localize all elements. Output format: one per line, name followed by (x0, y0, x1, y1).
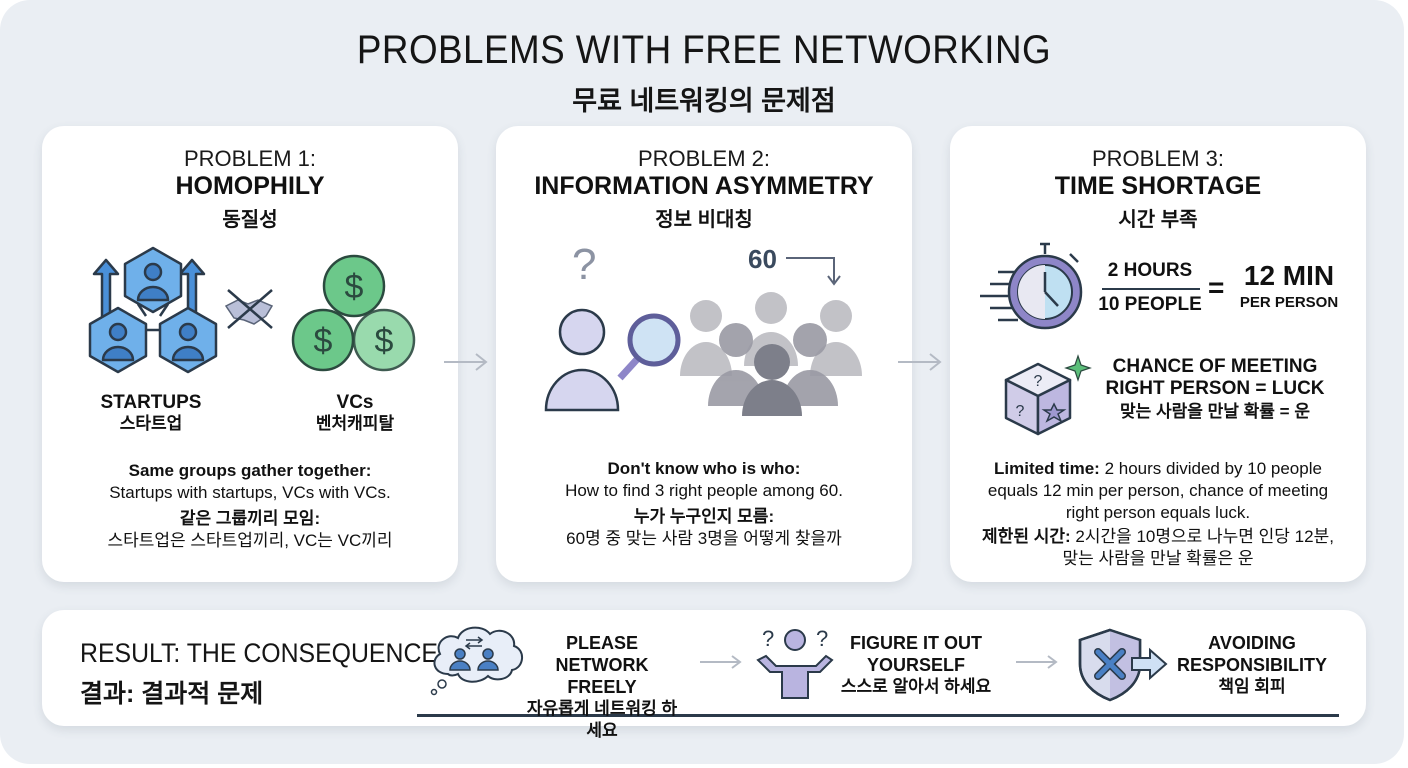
stopwatch-icon (980, 242, 1083, 330)
result-step-figure-it-out: FIGURE IT OUT YOURSELF 스스로 알아서 하세요 (840, 633, 992, 696)
question-mark-icon: ? (572, 240, 597, 289)
svg-text:$: $ (345, 268, 364, 306)
arrow-right-icon (700, 655, 742, 669)
problem-title-ko: 동질성 (222, 209, 278, 231)
problem-card-time-shortage: PROBLEM 3: TIME SHORTAGE 시간 부족 2 HOURS 1… (950, 126, 1366, 582)
problem-title-ko: 정보 비대칭 (655, 209, 753, 231)
hexagon-people-icon (88, 246, 218, 374)
page-title: PROBLEMS WITH FREE NETWORKING (356, 28, 1052, 72)
person-search-icon (544, 308, 681, 412)
crowd-people-icon (680, 292, 862, 416)
crowd-count: 60 (748, 244, 777, 274)
mystery-box-icon: ? ? (1004, 354, 1092, 436)
shrugging-person-icon: ? ? (756, 626, 834, 699)
page-subtitle: 무료 네트워킹의 문제점 (572, 86, 836, 116)
problem-card-information-asymmetry: PROBLEM 2: INFORMATION ASYMMETRY 정보 비대칭 … (496, 126, 912, 582)
svg-text:?: ? (1034, 373, 1043, 390)
fraction-denominator: 10 PEOPLE (1098, 294, 1202, 315)
problem-heading: PROBLEM 3: (1091, 146, 1225, 171)
problem-title-ko: 시간 부족 (1118, 209, 1198, 231)
problem-description: Same groups gather together: Startups wi… (107, 461, 393, 550)
time-per-person: 12 MIN (1243, 260, 1335, 291)
arrow-right-icon (898, 353, 942, 371)
shield-x-icon (1078, 628, 1168, 702)
svg-text:?: ? (1016, 403, 1025, 420)
svg-text:$: $ (314, 322, 333, 360)
fraction-numerator: 2 HOURS (1107, 260, 1193, 281)
problem-title: HOMOPHILY (175, 172, 325, 200)
group-label-startups: STARTUPS (100, 392, 202, 413)
result-title-ko: 결과: 결과적 문제 (80, 680, 264, 708)
svg-text:?: ? (816, 626, 828, 651)
arrow-down-icon (786, 257, 841, 286)
result-step-network-freely: PLEASE NETWORK FREELY 자유롭게 네트워킹 하세요 (526, 633, 678, 740)
svg-text:?: ? (762, 626, 774, 651)
arrow-right-icon (444, 353, 488, 371)
problem-title: TIME SHORTAGE (1054, 172, 1262, 200)
problem-title: INFORMATION ASYMMETRY (534, 172, 874, 200)
time-per-person-unit: PER PERSON (1239, 294, 1339, 311)
luck-line-2: RIGHT PERSON = LUCK (1105, 378, 1325, 399)
result-divider (417, 714, 1339, 717)
problem-heading: PROBLEM 1: (183, 146, 317, 171)
fraction-bar (1102, 288, 1200, 290)
dollar-coins-icon: $ $ $ (291, 254, 416, 372)
svg-text:$: $ (375, 322, 394, 360)
problem-heading: PROBLEM 2: (637, 146, 771, 171)
result-title: RESULT: THE CONSEQUENCE (80, 638, 438, 668)
group-label-startups-ko: 스타트업 (119, 414, 183, 433)
equals-sign: = (1208, 272, 1225, 303)
luck-line-ko: 맞는 사람을 만날 확률 = 운 (1120, 402, 1310, 421)
luck-line-1: CHANCE OF MEETING (1112, 356, 1318, 377)
group-label-vcs-ko: 벤처캐피탈 (315, 414, 395, 433)
group-label-vcs: VCs (336, 392, 374, 413)
thought-bubble-people-icon (430, 626, 523, 696)
result-panel: RESULT: THE CONSEQUENCE 결과: 결과적 문제 PLEAS… (42, 610, 1366, 740)
arrow-right-icon (1016, 655, 1058, 669)
problem-card-homophily: PROBLEM 1: HOMOPHILY 동질성 (42, 126, 458, 582)
crossed-handshake-icon (224, 289, 274, 329)
result-step-avoiding-responsibility: AVOIDING RESPONSIBILITY 책임 회피 (1176, 633, 1328, 696)
problem-description: Limited time: 2 hours divided by 10 peop… (982, 459, 1334, 568)
problem-description: Don't know who is who: How to find 3 rig… (565, 459, 843, 548)
